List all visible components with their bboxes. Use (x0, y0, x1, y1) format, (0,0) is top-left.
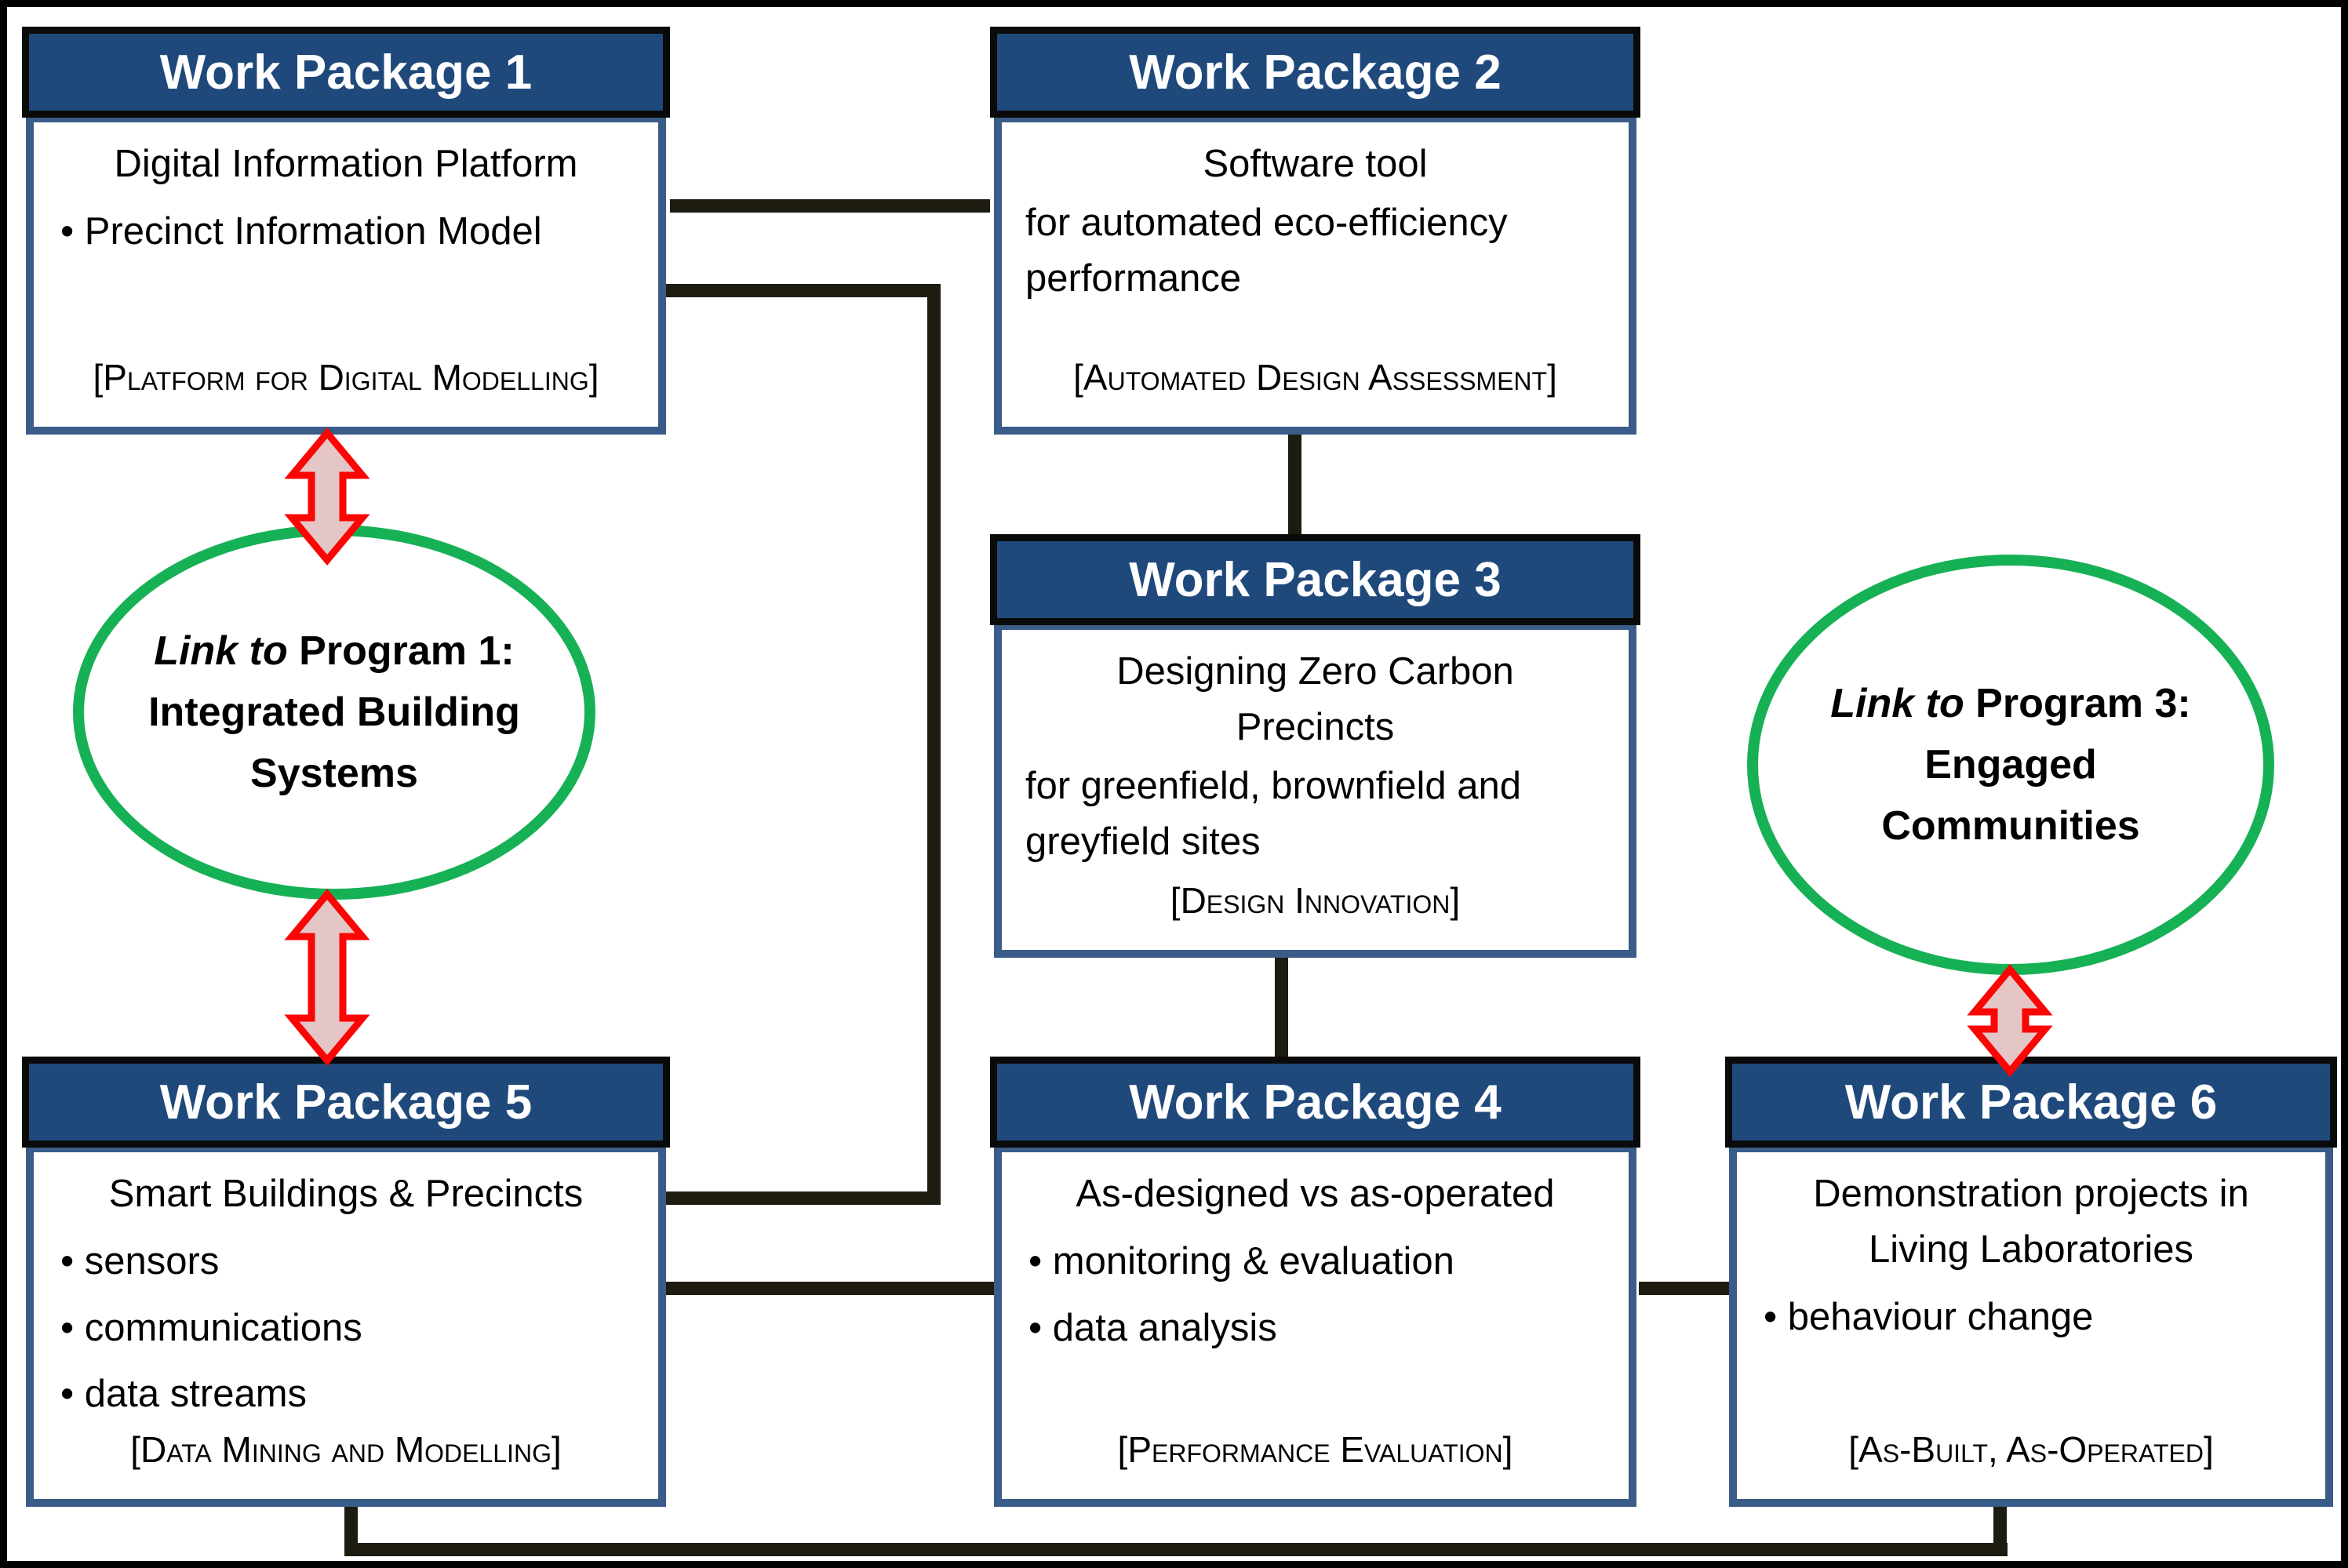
wp3-body: Designing Zero Carbon Precincts for gree… (994, 622, 1636, 958)
bullet-item: data analysis (1028, 1301, 1613, 1355)
double-arrow-icon (284, 427, 370, 566)
wp4-title: Work Package 4 (1129, 1075, 1502, 1130)
wp2-tag: [Automated Design Assessment] (1073, 357, 1557, 398)
connector-wp1-wp2 (670, 199, 990, 213)
wp4-tag: [Performance Evaluation] (1117, 1429, 1513, 1470)
wp6-bullet-list: behaviour change (1737, 1290, 2325, 1344)
program-1-label: Program 1: (299, 628, 515, 674)
bullet-item: data streams (60, 1367, 643, 1421)
wp3-box: Work Package 3 Designing Zero Carbon Pre… (990, 534, 1640, 958)
wp2-heading: Software tool (1203, 143, 1428, 185)
bullet-item: Precinct Information Model (60, 205, 643, 259)
program-link-3-ellipse: Link to Program 3: Engaged Communities (1747, 555, 2274, 975)
wp2-body: Software tool for automated eco-efficien… (994, 115, 1636, 435)
wp4-body: As-designed vs as-operated monitoring & … (994, 1144, 1636, 1507)
bullet-item: behaviour change (1764, 1290, 2310, 1344)
wp5-header: Work Package 5 (22, 1057, 670, 1148)
wp5-tag: [Data Mining and Modelling] (130, 1429, 562, 1470)
bullet-item: communications (60, 1301, 643, 1355)
connector-bottom-horizontal (344, 1543, 2008, 1556)
wp1-header: Work Package 1 (22, 27, 670, 118)
wp1-tag: [Platform for Digital Modelling] (93, 357, 599, 398)
wp2-box: Work Package 2 Software tool for automat… (990, 27, 1640, 435)
wp6-box: Work Package 6 Demonstration projects in… (1725, 1057, 2337, 1507)
connector-wp1-wp5-vertical (927, 284, 941, 1205)
wp5-body: Smart Buildings & Precincts sensors comm… (26, 1144, 666, 1507)
connector-wp1-elbow-top (664, 284, 941, 297)
wp2-subheading: for automated eco-efficiency performance (1025, 202, 1508, 300)
double-arrow-icon (284, 888, 370, 1067)
double-arrow-icon (1967, 963, 2053, 1078)
bullet-item: monitoring & evaluation (1028, 1235, 1613, 1289)
wp5-title: Work Package 5 (159, 1075, 533, 1130)
wp6-body: Demonstration projects in Living Laborat… (1729, 1144, 2333, 1507)
wp3-heading: Designing Zero Carbon Precincts (1116, 650, 1514, 749)
wp3-tag: [Design Innovation] (1170, 880, 1461, 921)
wp3-subheading: for greenfield, brownfield and greyfield… (1025, 765, 1521, 864)
wp4-bullet-list: monitoring & evaluation data analysis (1002, 1235, 1629, 1355)
connector-wp5-down (344, 1501, 358, 1552)
wp5-bullet-list: sensors communications data streams (34, 1235, 658, 1421)
wp2-header: Work Package 2 (990, 27, 1640, 118)
program-3-name: Engaged Communities (1881, 742, 2140, 849)
link-to-label: Link to (1830, 681, 1964, 726)
wp1-body: Digital Information Platform Precinct In… (26, 115, 666, 435)
connector-wp3-wp4 (1275, 955, 1288, 1058)
wp3-header: Work Package 3 (990, 534, 1640, 625)
connector-wp2-wp3 (1288, 433, 1301, 537)
connector-wp5-wp4 (664, 1282, 994, 1295)
wp6-header: Work Package 6 (1725, 1057, 2337, 1148)
program-link-3-text: Link to Program 3: Engaged Communities (1830, 673, 2190, 857)
connector-wp6-down (1993, 1493, 2007, 1549)
wp5-box: Work Package 5 Smart Buildings & Precinc… (22, 1057, 670, 1507)
wp6-title: Work Package 6 (1844, 1075, 2218, 1130)
wp1-bullet-list: Precinct Information Model (34, 205, 658, 259)
wp4-box: Work Package 4 As-designed vs as-operate… (990, 1057, 1640, 1507)
wp1-box: Work Package 1 Digital Information Platf… (22, 27, 670, 435)
wp5-heading: Smart Buildings & Precincts (108, 1173, 584, 1215)
wp6-tag: [As-Built, As-Operated] (1848, 1429, 2214, 1470)
wp4-header: Work Package 4 (990, 1057, 1640, 1148)
connector-wp4-wp6 (1639, 1282, 1730, 1295)
program-link-1-ellipse: Link to Program 1: Integrated Building S… (73, 525, 595, 900)
wp6-heading: Demonstration projects in Living Laborat… (1813, 1173, 2249, 1271)
wp2-title: Work Package 2 (1129, 45, 1502, 100)
bullet-item: sensors (60, 1235, 643, 1289)
program-3-label: Program 3: (1975, 681, 2191, 726)
wp4-heading: As-designed vs as-operated (1076, 1173, 1555, 1215)
program-link-1-text: Link to Program 1: Integrated Building S… (138, 620, 530, 804)
program-1-name: Integrated Building Systems (148, 689, 520, 796)
link-to-label: Link to (154, 628, 288, 674)
wp1-heading: Digital Information Platform (114, 143, 578, 185)
wp1-title: Work Package 1 (159, 45, 533, 100)
wp3-title: Work Package 3 (1129, 552, 1502, 607)
connector-wp5-elbow-bottom (664, 1191, 935, 1205)
